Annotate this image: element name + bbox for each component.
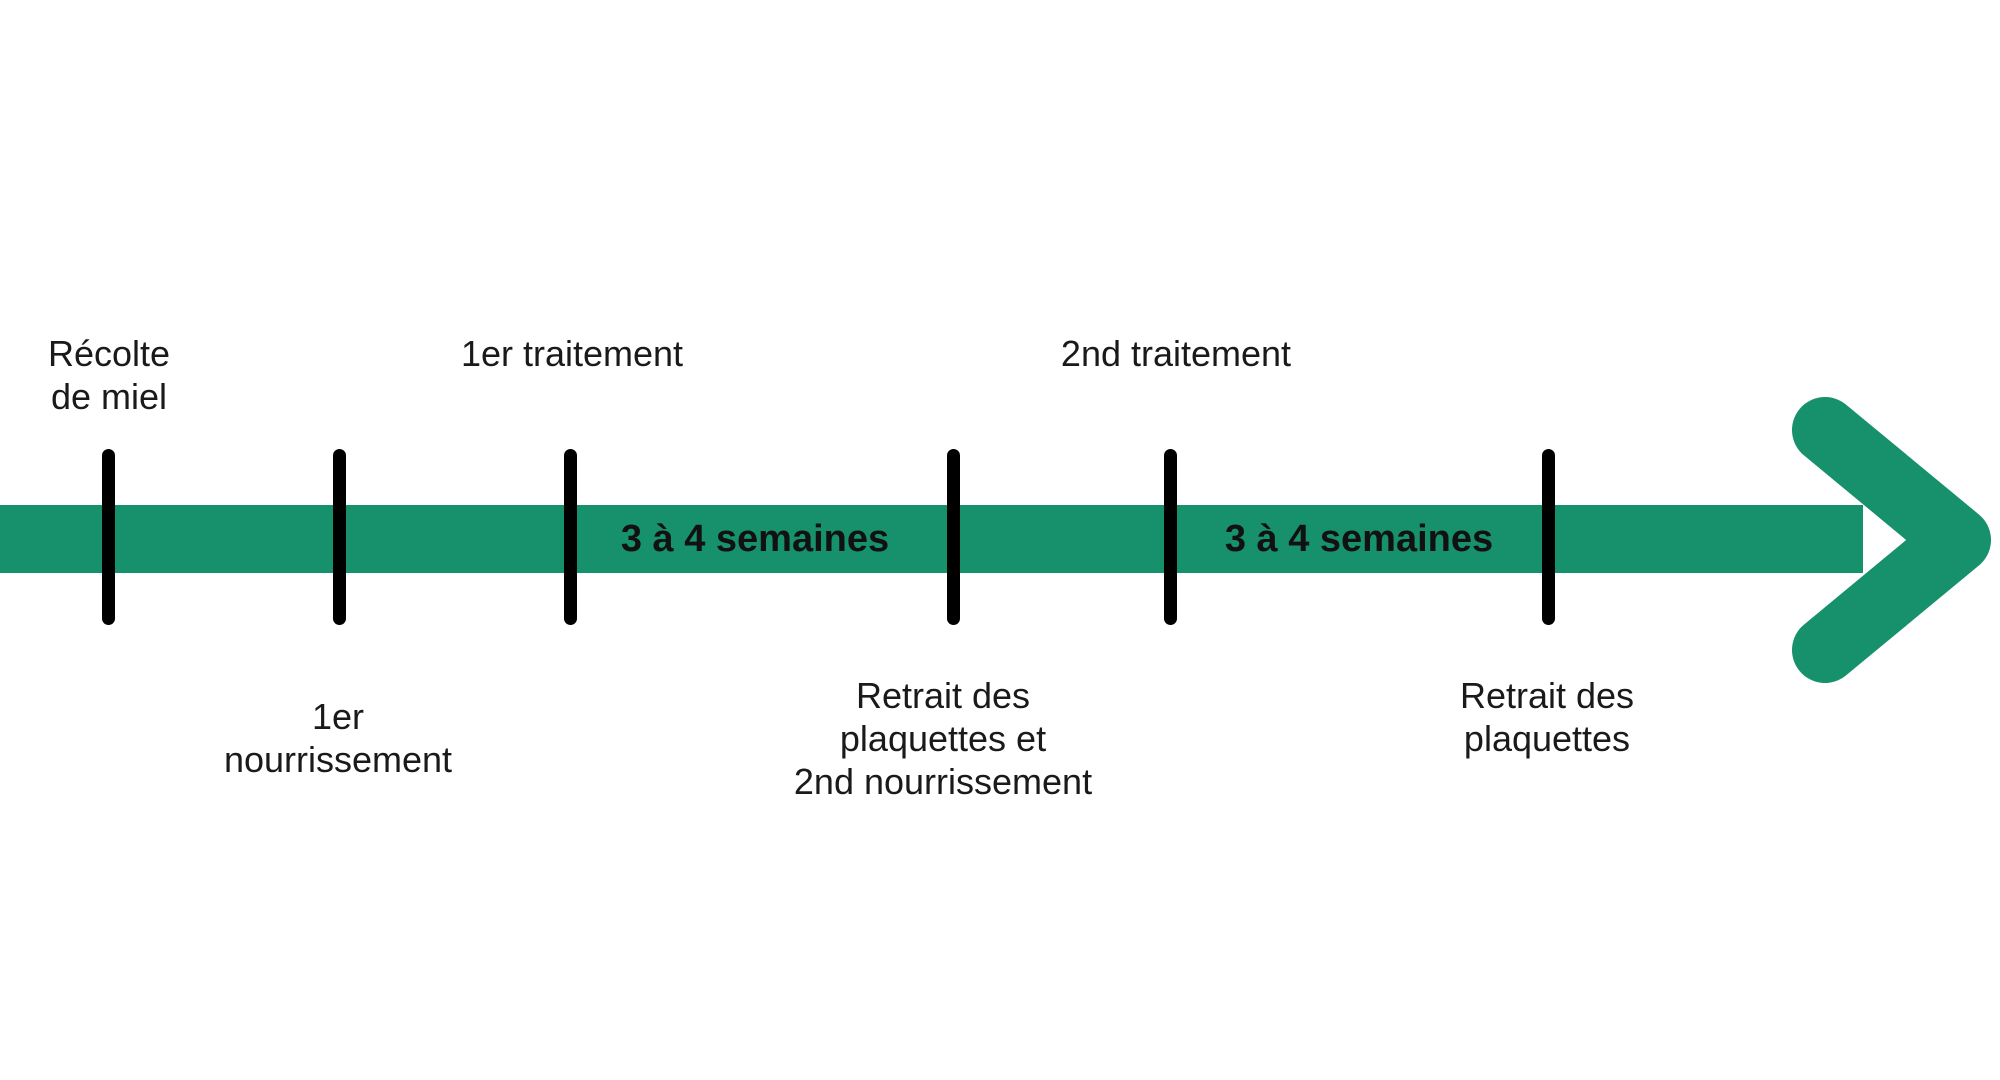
timeline-tick bbox=[947, 449, 960, 625]
interval-label-3-4-semaines-1: 3 à 4 semaines bbox=[620, 518, 890, 560]
timeline-tick bbox=[1164, 449, 1177, 625]
timeline-tick bbox=[564, 449, 577, 625]
milestone-label-1er-traitement: 1er traitement bbox=[460, 333, 684, 374]
timeline-tick bbox=[1542, 449, 1555, 625]
arrow-head-icon bbox=[1792, 397, 1991, 683]
milestone-label-2nd-traitement: 2nd traitement bbox=[1060, 333, 1292, 374]
interval-label-3-4-semaines-2: 3 à 4 semaines bbox=[1224, 518, 1494, 560]
milestone-label-retrait-plaquettes-2nd-nourrissement: Retrait des plaquettes et 2nd nourrissem… bbox=[793, 675, 1093, 802]
timeline-tick bbox=[102, 449, 115, 625]
milestone-label-1er-nourrissement: 1er nourrissement bbox=[223, 696, 453, 780]
timeline-bar bbox=[0, 505, 1863, 573]
milestone-label-recolte-de-miel: Récolte de miel bbox=[47, 333, 171, 417]
milestone-label-retrait-plaquettes: Retrait des plaquettes bbox=[1459, 675, 1635, 759]
timeline-tick bbox=[333, 449, 346, 625]
